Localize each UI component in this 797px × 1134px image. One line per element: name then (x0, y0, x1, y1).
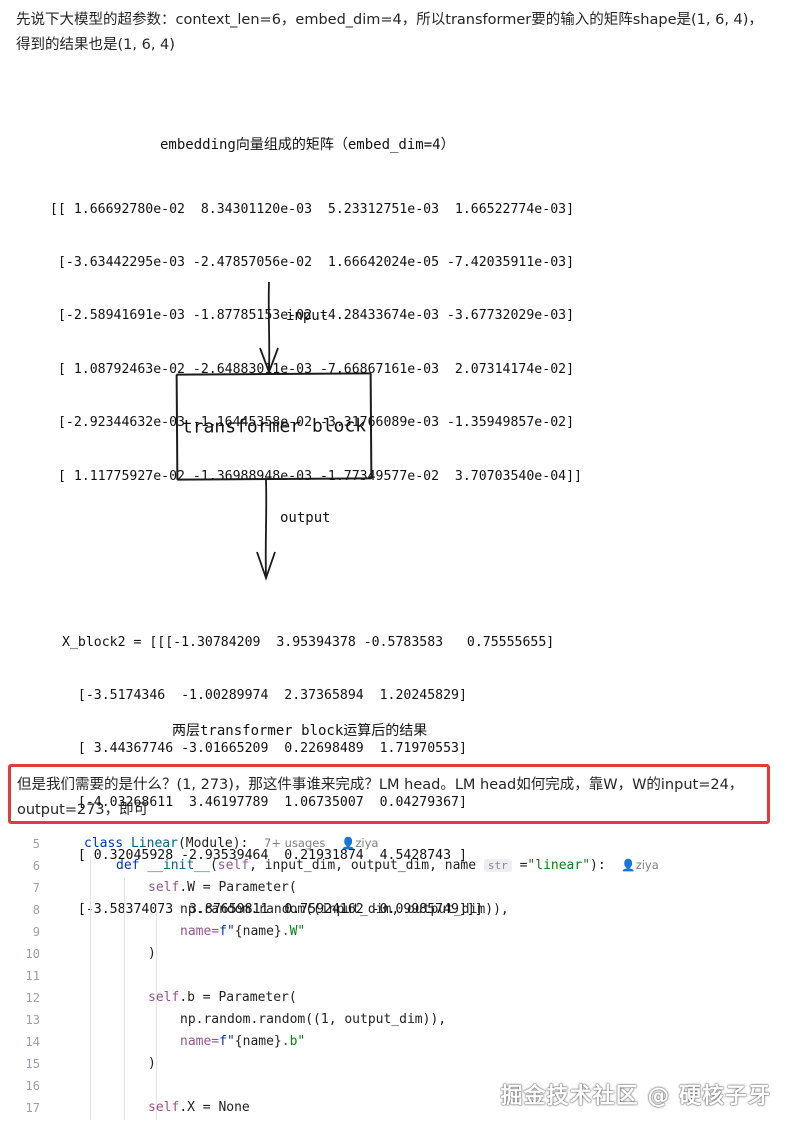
code-function-name: __init__ (147, 858, 210, 873)
code-self: self (148, 990, 180, 1005)
code-line: 7 self.W = Parameter( (0, 878, 797, 900)
embedding-caption: embedding向量组成的矩阵（embed_dim=4） (160, 137, 455, 153)
transformer-block-label: transformer block (181, 415, 367, 438)
code-text: (Module): (177, 836, 249, 851)
highlight-box: 但是我们需要的是什么？(1, 273)，那这件事谁来完成？LM head。LM … (8, 764, 770, 824)
indent-guide (124, 878, 125, 1120)
author-name: ziya (635, 858, 659, 872)
input-arrow (259, 281, 279, 375)
matrix-row: [ 0.32045928 -2.93539464 0.21931874 4.54… (62, 848, 467, 864)
code-text: , input_dim, output_dim, name (249, 858, 477, 873)
code-line: 14 name=f"{name}.b" (0, 1032, 797, 1054)
author-hint[interactable]: 👤ziya (341, 836, 378, 850)
code-self: self (148, 880, 180, 895)
line-number: 16 (25, 1079, 40, 1093)
usages-hint[interactable]: 7+ usages (264, 836, 326, 850)
code-line: 16 (0, 1076, 797, 1098)
line-number: 6 (32, 859, 40, 873)
code-fstring-prefix: f" (219, 924, 235, 939)
matrix-row: [-4.03268611 3.46197789 1.06735007 0.042… (62, 794, 467, 810)
author-hint[interactable]: 👤ziya (621, 858, 658, 872)
transformer-block-box: transformer block (175, 372, 373, 481)
matrix-row: [-2.58941691e-03 -1.87785153e-02 -4.2843… (50, 308, 575, 324)
person-icon: 👤 (341, 836, 356, 850)
output-arrow (256, 479, 276, 581)
code-text: ) (148, 946, 156, 961)
code-text: ( (209, 858, 218, 873)
output-caption: 两层transformer block运算后的结果 (172, 723, 428, 739)
code-text: .W = Parameter( (179, 880, 297, 895)
code-string: .W" (281, 924, 306, 939)
line-number: 13 (25, 1013, 40, 1027)
watermark: 掘金技术社区 @ 硬核子牙 (500, 1084, 771, 1109)
line-number: 12 (25, 991, 40, 1005)
intro-paragraph: 先说下大模型的超参数：context_len=6，embed_dim=4，所以t… (16, 12, 763, 53)
embedding-matrix: [[ 1.66692780e-02 8.34301120e-03 5.23312… (50, 165, 582, 521)
code-text: = (519, 858, 528, 873)
line-number: 10 (25, 947, 40, 961)
code-line: 13 np.random.random((1, output_dim)), (0, 1010, 797, 1032)
output-label: output (280, 510, 331, 526)
code-string: .b" (281, 1034, 306, 1049)
code-line: 11 (0, 966, 797, 988)
code-string: "linear" (527, 858, 591, 873)
code-line: 15 ) (0, 1054, 797, 1076)
code-line: 9 name=f"{name}.W" (0, 922, 797, 944)
line-number: 14 (25, 1035, 40, 1049)
line-number: 7 (32, 881, 40, 895)
code-class-name: Linear (130, 836, 178, 851)
code-self: self (217, 858, 250, 873)
output-matrix: X_block2 = [[[-1.30784209 3.95394378 -0.… (62, 598, 554, 954)
highlight-paragraph: 但是我们需要的是什么？(1, 273)，那这件事谁来完成？LM head。LM … (17, 777, 744, 818)
line-number: 8 (32, 903, 40, 917)
code-text: .b = Parameter( (179, 990, 297, 1005)
code-kwarg: name= (180, 1034, 220, 1049)
input-label: input (286, 308, 329, 324)
code-text: ) (148, 1056, 156, 1071)
line-number: 11 (25, 969, 40, 983)
code-fstring-prefix: f" (219, 1034, 235, 1049)
matrix-row: [ 3.44367746 -3.01665209 0.22698489 1.71… (62, 741, 467, 757)
code-kwarg: name= (180, 924, 220, 939)
code-text: ): (590, 858, 606, 873)
matrix-row: [-3.58374073 3.87659811 0.75924162 -0.09… (62, 901, 483, 917)
code-text: {name} (234, 924, 282, 939)
matrix-row: [ 1.08792463e-02 -2.64883011e-03 -7.6686… (50, 361, 575, 377)
code-line: 12 self.b = Parameter( (0, 988, 797, 1010)
code-keyword: class (84, 836, 124, 851)
line-number: 15 (25, 1057, 40, 1071)
matrix-row: [-2.92344632e-03 -1.16445358e-02 -3.3176… (50, 415, 575, 431)
code-text: .X = None (179, 1100, 250, 1115)
matrix-row: [-3.5174346 -1.00289974 2.37365894 1.202… (62, 687, 467, 703)
line-number: 17 (25, 1101, 40, 1115)
code-line: 10 ) (0, 944, 797, 966)
type-hint-pill: str (483, 859, 512, 872)
person-icon: 👤 (621, 858, 636, 872)
code-text: np.random.random((1, output_dim)), (180, 1012, 447, 1027)
matrix-row: [[ 1.66692780e-02 8.34301120e-03 5.23312… (50, 201, 575, 217)
line-number: 5 (32, 837, 40, 851)
code-line: 8 np.random.random((input_dim, output_di… (0, 900, 797, 922)
code-text: np.random.random((input_dim, output_dim)… (180, 902, 509, 917)
author-name: ziya (355, 836, 379, 850)
code-self: self (148, 1100, 180, 1115)
code-keyword: def (116, 858, 140, 873)
line-number: 9 (32, 925, 40, 939)
code-line: 5 class Linear(Module): 7+ usages 👤ziya (0, 834, 797, 856)
matrix-row: [ 1.11775927e-02 -1.36988948e-03 -1.7734… (50, 468, 582, 484)
code-line: 17 self.X = None (0, 1098, 797, 1120)
indent-guide (90, 856, 91, 1120)
indent-guide (156, 900, 157, 1120)
matrix-row: X_block2 = [[[-1.30784209 3.95394378 -0.… (62, 634, 555, 650)
matrix-row: [-3.63442295e-03 -2.47857056e-02 1.66642… (50, 254, 575, 270)
code-line: 6 def __init__(self, input_dim, output_d… (0, 856, 797, 878)
code-text: {name} (234, 1034, 282, 1049)
